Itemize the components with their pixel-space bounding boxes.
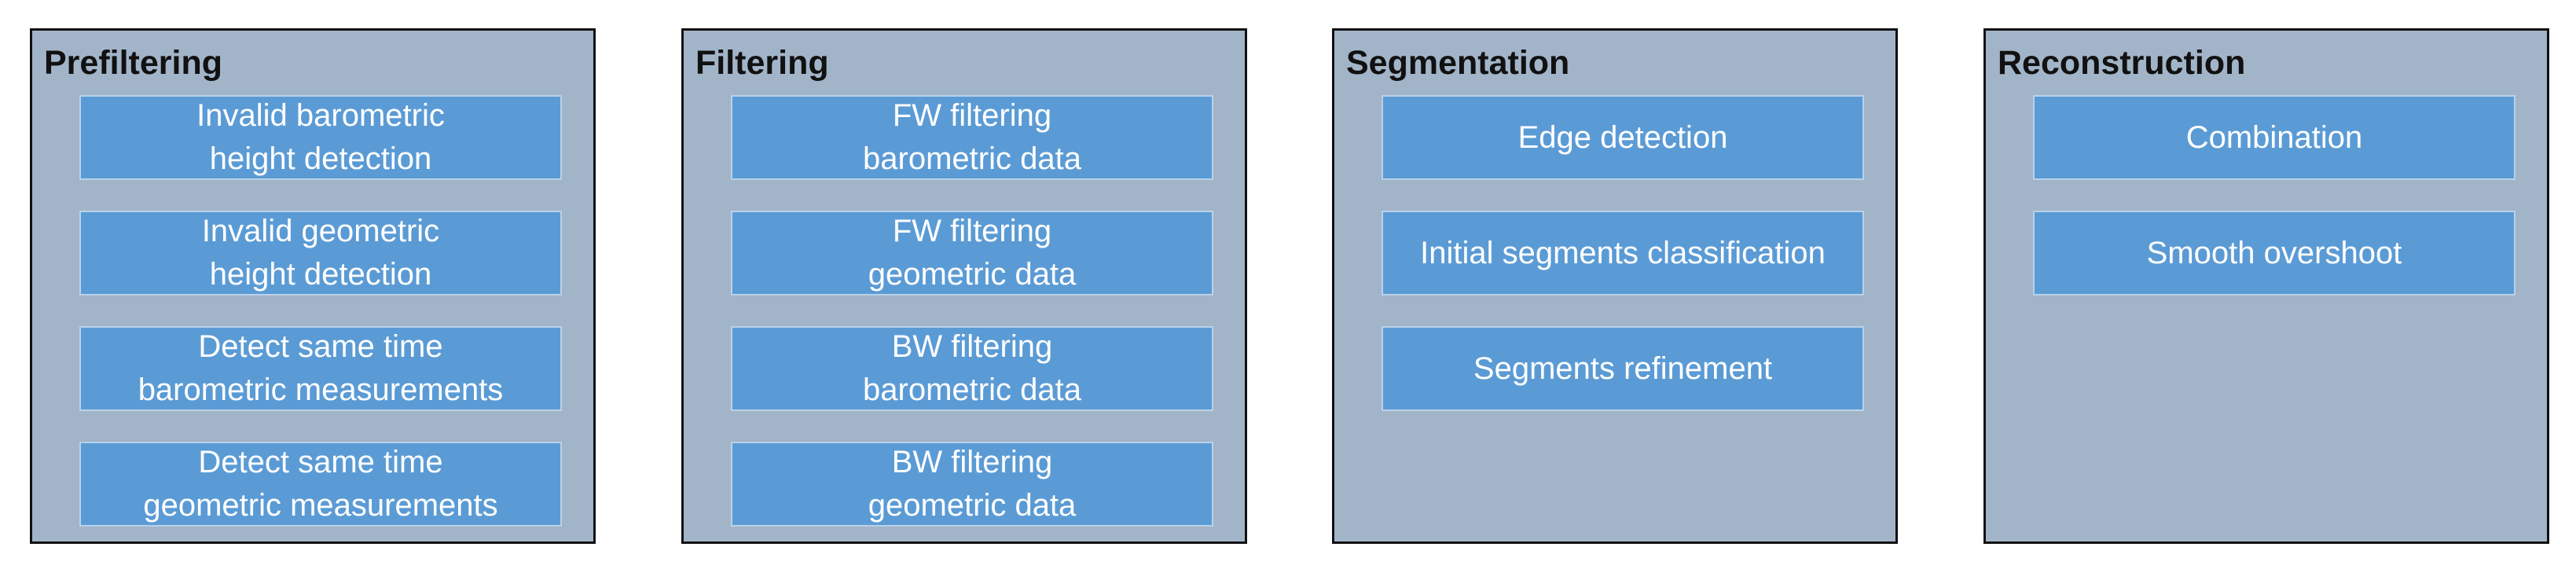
panel-title: Filtering — [695, 44, 829, 82]
panel-title: Prefiltering — [44, 44, 222, 82]
step-invalid-barometric-height-detection: Invalid barometric height detection — [79, 95, 562, 180]
panel-segmentation: Segmentation Edge detection Initial segm… — [1332, 28, 1898, 544]
step-segments-refinement: Segments refinement — [1382, 326, 1864, 411]
panel-reconstruction: Reconstruction Combination Smooth oversh… — [1983, 28, 2549, 544]
step-detect-same-time-geometric: Detect same time geometric measurements — [79, 442, 562, 527]
step-bw-filtering-geometric: BW filtering geometric data — [731, 442, 1213, 527]
panel-title: Reconstruction — [1998, 44, 2246, 82]
step-fw-filtering-geometric: FW filtering geometric data — [731, 211, 1213, 296]
step-bw-filtering-barometric: BW filtering barometric data — [731, 326, 1213, 411]
step-fw-filtering-barometric: FW filtering barometric data — [731, 95, 1213, 180]
step-invalid-geometric-height-detection: Invalid geometric height detection — [79, 211, 562, 296]
step-detect-same-time-barometric: Detect same time barometric measurements — [79, 326, 562, 411]
panel-title: Segmentation — [1346, 44, 1570, 82]
step-combination: Combination — [2033, 95, 2515, 180]
step-initial-segments-classification: Initial segments classification — [1382, 211, 1864, 296]
panel-filtering: Filtering FW filtering barometric data F… — [681, 28, 1247, 544]
panel-prefiltering: Prefiltering Invalid barometric height d… — [30, 28, 596, 544]
step-edge-detection: Edge detection — [1382, 95, 1864, 180]
step-smooth-overshoot: Smooth overshoot — [2033, 211, 2515, 296]
